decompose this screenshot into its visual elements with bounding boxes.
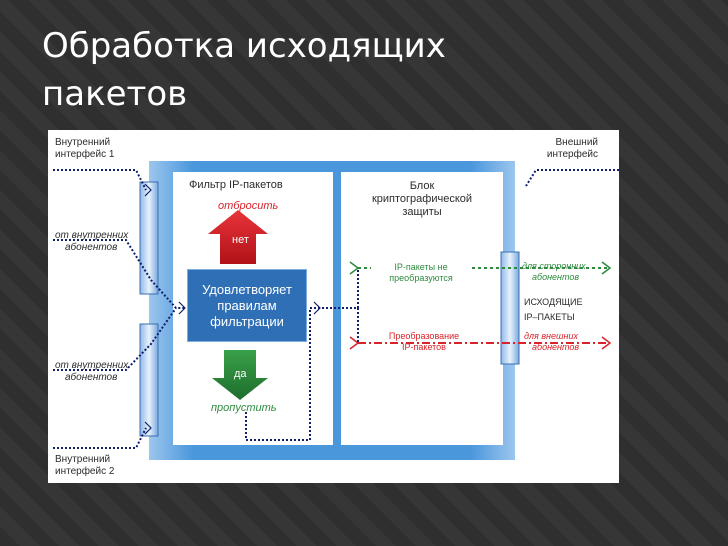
red-end-arrowhead bbox=[601, 336, 612, 350]
from-internal-1-label: от внутренних абонентов bbox=[55, 230, 129, 253]
transform-label: Преобразование IP-пакетов bbox=[388, 331, 460, 352]
drop-label: отбросить bbox=[218, 200, 279, 212]
wire-if2-bottom bbox=[53, 427, 147, 449]
wire-if1-top bbox=[53, 169, 147, 191]
wire-external-top bbox=[525, 169, 619, 187]
not-transformed-label: IP-пакеты не преобразуются bbox=[371, 262, 471, 284]
crypto-panel bbox=[341, 172, 503, 445]
crypto-title: Блок криптографической защиты bbox=[371, 180, 473, 218]
internal-interface-2-bar bbox=[139, 323, 159, 437]
wire-from-internal-2 bbox=[53, 307, 177, 371]
packet-processing-diagram: Внутренний интерфейс 1 Внутренний интерф… bbox=[48, 130, 619, 483]
title-line-1: Обработка исходящих bbox=[42, 26, 446, 66]
pass-label: пропустить bbox=[211, 402, 277, 414]
chevron-if1 bbox=[144, 183, 152, 197]
for-external-label: для внешних абонентов bbox=[524, 331, 580, 352]
chevron-if2 bbox=[144, 421, 152, 435]
external-interface-label: Внешний интерфейс bbox=[546, 137, 598, 160]
green-arrowhead bbox=[349, 261, 360, 275]
red-drop-arrow bbox=[208, 210, 268, 264]
internal-interface-2-label: Внутренний интерфейс 2 bbox=[55, 454, 115, 477]
filter-title: Фильтр IP-пакетов bbox=[189, 179, 283, 191]
for-third-party-label: для сторонних абонентов bbox=[522, 261, 586, 282]
filter-decision-box: Удовлетворяет правилам фильтрации bbox=[187, 269, 307, 342]
no-label: нет bbox=[232, 234, 249, 246]
internal-interface-1-bar bbox=[139, 181, 159, 295]
green-end-arrowhead bbox=[601, 261, 612, 275]
internal-interface-1-label: Внутренний интерфейс 1 bbox=[55, 137, 115, 160]
wire-pass-loop bbox=[245, 308, 311, 441]
from-internal-2-label: от внутренних абонентов bbox=[55, 360, 129, 383]
red-arrowhead bbox=[349, 336, 360, 350]
outgoing-packets-label: ИСХОДЯЩИЕ IP–ПАКЕТЫ bbox=[524, 297, 583, 322]
chevron-filter-in bbox=[178, 301, 186, 315]
slide-title: Обработка исходящих пакетов bbox=[42, 22, 682, 118]
external-interface-bar bbox=[500, 251, 520, 365]
yes-label: да bbox=[234, 368, 247, 380]
wire-from-internal-1 bbox=[53, 239, 184, 309]
green-pass-arrow bbox=[212, 350, 268, 400]
chevron-crypto-in bbox=[313, 301, 321, 315]
title-line-2: пакетов bbox=[42, 74, 188, 114]
